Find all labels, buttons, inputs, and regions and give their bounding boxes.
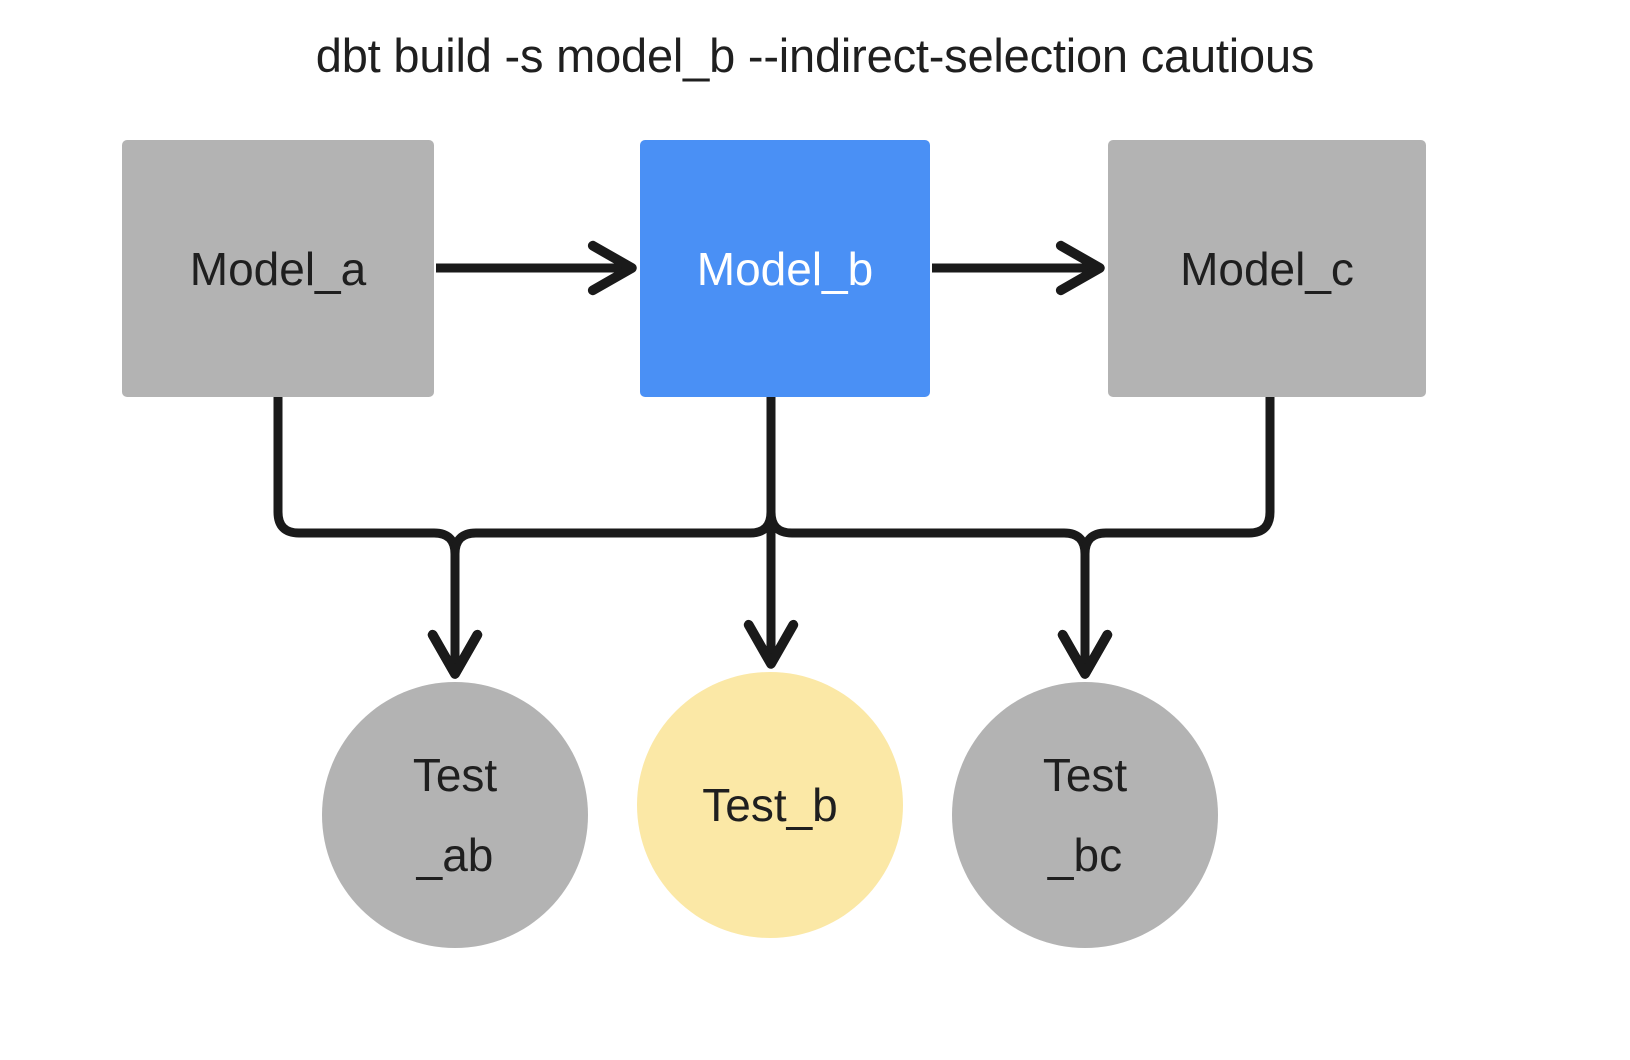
node-test-ab-label-line-2: _ab: [416, 829, 494, 881]
node-model-c-label: Model_c: [1180, 242, 1354, 295]
edge-model-b-to-test-bc: [766, 397, 1113, 679]
node-test-bc-label-line-2: _bc: [1047, 829, 1123, 881]
node-model-a-label: Model_a: [189, 242, 367, 295]
node-test-bc-label-line-1: Test: [1042, 748, 1128, 801]
node-test-b[interactable]: Test_b: [637, 672, 903, 938]
edge-model-c-to-test-bc: [1057, 397, 1275, 679]
node-model-c[interactable]: Model_c: [1108, 140, 1426, 397]
diagram-title: dbt build -s model_b --indirect-selectio…: [315, 29, 1315, 82]
node-model-b-label: Model_b: [696, 242, 874, 295]
node-test-ab-label-line-1: Test: [412, 748, 498, 801]
node-test-bc[interactable]: Test _bc: [952, 682, 1218, 948]
edge-model-b-to-test-ab: [427, 397, 776, 679]
node-model-a[interactable]: Model_a: [122, 140, 434, 397]
node-test-b-label-line-1: Test_b: [702, 778, 838, 831]
node-model-b[interactable]: Model_b: [640, 140, 930, 397]
node-test-ab[interactable]: Test _ab: [322, 682, 588, 948]
edge-model-a-to-test-ab: [273, 397, 483, 679]
